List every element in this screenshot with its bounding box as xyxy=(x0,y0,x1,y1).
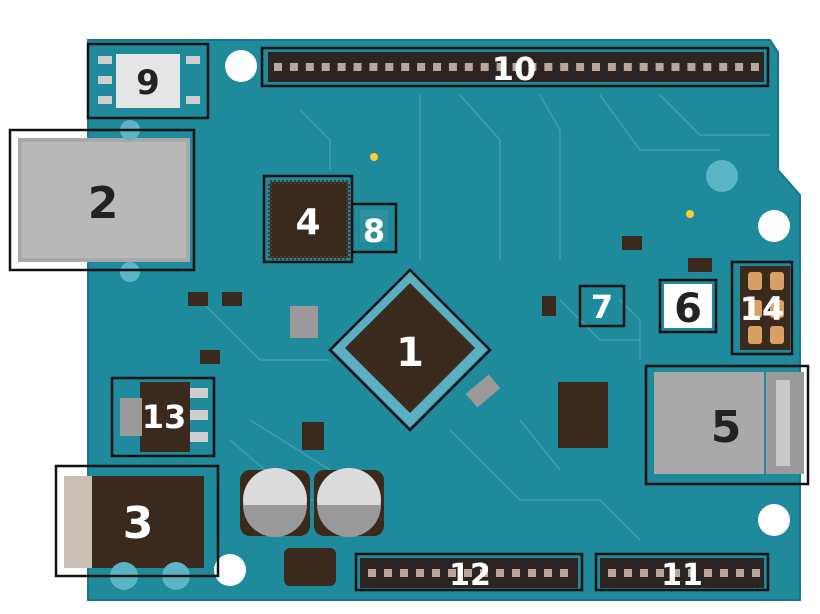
header-pin xyxy=(560,63,568,71)
header-pin xyxy=(687,63,695,71)
callout-6-label: 6 xyxy=(674,286,702,332)
callout-5-label: 5 xyxy=(711,402,742,453)
header-pin xyxy=(481,63,489,71)
header-pin xyxy=(368,569,376,577)
callout-10-label: 10 xyxy=(492,50,537,88)
callout-1-label: 1 xyxy=(396,330,424,376)
header-pin xyxy=(704,569,712,577)
header-pin xyxy=(608,63,616,71)
header-pin xyxy=(544,63,552,71)
callout-11-label: 11 xyxy=(661,558,703,593)
smd-chip xyxy=(622,236,642,250)
header-pin xyxy=(512,569,520,577)
mounting-hole xyxy=(225,50,257,82)
header-pin xyxy=(322,63,330,71)
smd-chip xyxy=(688,258,712,272)
header-pin xyxy=(432,569,440,577)
header-pin xyxy=(384,569,392,577)
header-pin xyxy=(417,63,425,71)
callout-2-label: 2 xyxy=(88,178,119,229)
capacitor xyxy=(314,468,384,537)
fiducial-dot xyxy=(706,160,738,192)
header-pin xyxy=(290,63,298,71)
icsp-pin xyxy=(748,326,762,344)
header-pin xyxy=(465,63,473,71)
header-pin xyxy=(735,63,743,71)
header-pin xyxy=(656,63,664,71)
header-pin xyxy=(416,569,424,577)
callout-9-label: 9 xyxy=(136,63,160,103)
header-pin xyxy=(401,63,409,71)
component-5-usb xyxy=(654,372,764,474)
smd-chip xyxy=(200,350,220,364)
callout-14-label: 14 xyxy=(740,290,785,328)
header-pin xyxy=(751,63,759,71)
icsp-pin xyxy=(770,272,784,290)
icsp-pin xyxy=(748,272,762,290)
smd-chip xyxy=(188,292,208,306)
header-pin xyxy=(433,63,441,71)
callout-7-label: 7 xyxy=(591,288,613,326)
capacitor xyxy=(240,468,310,537)
header-pin xyxy=(672,63,680,71)
callout-13-label: 13 xyxy=(142,398,187,436)
mounting-hole xyxy=(758,504,790,536)
header-pin xyxy=(544,569,552,577)
smd-chip xyxy=(542,296,556,316)
header-pin xyxy=(624,569,632,577)
callout-12-label: 12 xyxy=(449,558,491,593)
header-pin xyxy=(496,569,504,577)
header-pin xyxy=(608,569,616,577)
header-pin xyxy=(703,63,711,71)
header-pin xyxy=(306,63,314,71)
header-pin xyxy=(400,569,408,577)
header-pin xyxy=(720,569,728,577)
header-pin xyxy=(640,63,648,71)
large-ic xyxy=(558,382,608,448)
header-pin xyxy=(736,569,744,577)
mounting-hole xyxy=(758,210,790,242)
header-pin xyxy=(624,63,632,71)
header-pin xyxy=(274,63,282,71)
header-pin xyxy=(354,63,362,71)
header-pin xyxy=(560,569,568,577)
smd-chip xyxy=(222,292,242,306)
header-pin xyxy=(369,63,377,71)
header-pin xyxy=(449,63,457,71)
header-pin xyxy=(385,63,393,71)
callout-3-label: 3 xyxy=(123,498,154,549)
callout-4-label: 4 xyxy=(295,202,320,243)
header-pin xyxy=(338,63,346,71)
header-pin xyxy=(752,569,760,577)
header-pin xyxy=(640,569,648,577)
inductor xyxy=(284,548,336,586)
smd-chip xyxy=(290,306,318,338)
icsp-pin xyxy=(770,326,784,344)
header-pin xyxy=(528,569,536,577)
header-pin xyxy=(592,63,600,71)
header-pin xyxy=(719,63,727,71)
callout-8-label: 8 xyxy=(363,212,385,250)
header-pin xyxy=(576,63,584,71)
smd-chip xyxy=(302,422,324,450)
